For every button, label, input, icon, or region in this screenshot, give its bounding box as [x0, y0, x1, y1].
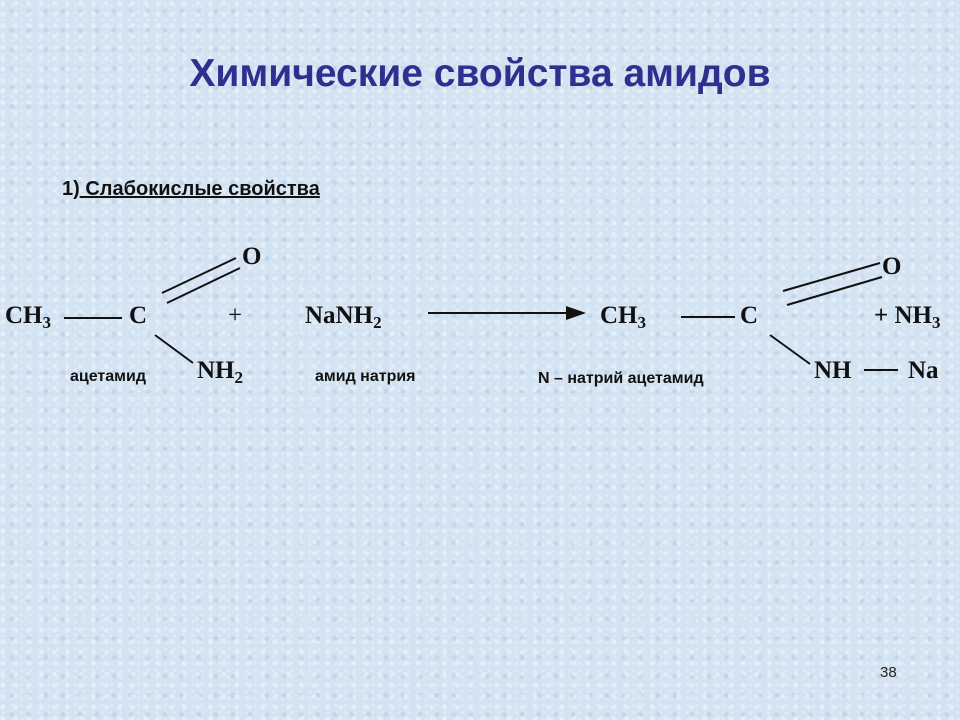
section-heading-text: Слабокислые свойства [79, 178, 320, 200]
bond-c-nh2 [154, 334, 194, 364]
product-ch3: CH3 [600, 302, 646, 332]
reactant-ch3: CH3 [5, 302, 51, 332]
section-paren: ) [73, 178, 80, 200]
plus-sign: + [228, 302, 243, 329]
product-double-bond-line-2 [786, 276, 883, 306]
product-na: Na [908, 357, 939, 384]
product-o: O [882, 253, 902, 280]
double-bond-line-1 [161, 257, 237, 294]
section-number: 1 [62, 178, 74, 200]
product-double-bond-line-1 [782, 262, 881, 292]
page-number: 38 [880, 664, 897, 681]
slide-title: Химические свойства амидов [189, 52, 771, 95]
reactant-o: O [242, 243, 262, 270]
product-nh3: + NH3 [874, 302, 941, 332]
arrow-head-icon [566, 306, 586, 320]
section-heading: 1) Слабокислые свойства [62, 178, 320, 201]
product-bond-c-nh [769, 334, 811, 365]
product-nh: NH [814, 357, 852, 384]
product-c: C [740, 302, 759, 329]
n-sodium-acetamide-label: N – натрий ацетамид [538, 370, 704, 387]
reactant-nanh2: NaNH2 [305, 302, 382, 332]
reactant-nh2: NH2 [197, 357, 243, 387]
sodium-amide-label: амид натрия [315, 368, 416, 385]
reactant-c: C [129, 302, 148, 329]
double-bond-line-2 [166, 267, 241, 304]
acetamide-label: ацетамид [70, 368, 146, 385]
